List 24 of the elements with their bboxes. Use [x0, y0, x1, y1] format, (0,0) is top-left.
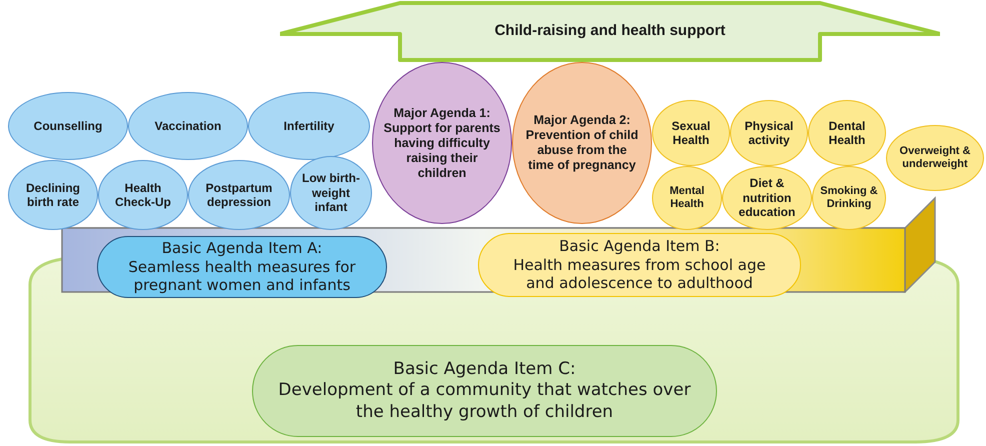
topic-text: Counselling [34, 118, 102, 134]
topic-text: Low birth-weight infant [301, 171, 361, 215]
arrow-label: Child-raising and health support [494, 22, 726, 40]
topic-text: Sexual Health [670, 118, 712, 148]
topic-text: Major Agenda 1: Support for parents having difficulty raising their children [383, 106, 501, 180]
topic-text: Declining birth rate [24, 180, 81, 210]
topic-text: Overweight & underweight [898, 144, 972, 172]
topic-text: Vaccination [154, 118, 222, 134]
item-description: Development of a community that watches over the healthy growth of children [277, 380, 692, 423]
topic-text: Postpartum depression [204, 180, 274, 210]
topic-text: Smoking & Drinking [819, 184, 879, 212]
topic-ellipse [290, 156, 372, 230]
topic-text: Dental Health [828, 118, 866, 148]
topic-text: Physical activity [744, 118, 794, 148]
topic-text: Mental Health [668, 184, 706, 212]
topic-text: Major Agenda 2: Prevention of child abuse from the time of pregnancy [524, 113, 640, 173]
item-description: Seamless health measures for pregnant women and infants [127, 258, 357, 296]
item-heading: Basic Agenda Item A: [162, 238, 322, 258]
item-heading: Basic Agenda Item C: [393, 359, 576, 380]
topic-text: Infertility [284, 118, 334, 134]
item-heading: Basic Agenda Item B: [559, 236, 720, 256]
topic-text: Health Check-Up [114, 180, 172, 210]
topic-text: Diet & nutrition education [738, 176, 796, 220]
item-description: Health measures from school age and adolescence to adulthood [512, 256, 767, 294]
